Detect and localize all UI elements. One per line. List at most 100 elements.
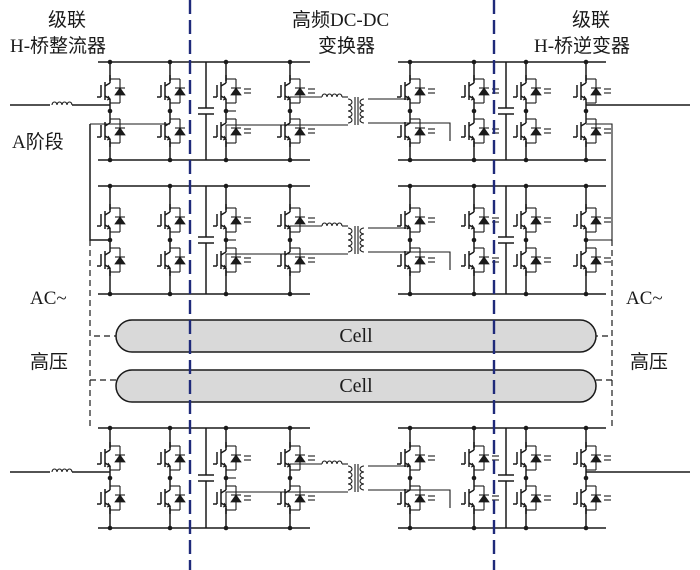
igbt-switch-icon xyxy=(513,244,542,276)
snubber-capacitor-icon xyxy=(428,217,435,223)
snubber-capacitor-icon xyxy=(544,128,551,134)
snubber-capacitor-icon xyxy=(308,495,315,501)
snubber-capacitor-icon xyxy=(308,455,315,461)
center-title-line1: 高频DC-DC xyxy=(292,9,389,31)
snubber-capacitor-icon xyxy=(544,455,551,461)
snubber-capacitor-icon xyxy=(244,128,251,134)
snubber-capacitor-icon xyxy=(244,455,251,461)
igbt-switch-icon xyxy=(213,115,242,147)
right-title-line1: 级联 xyxy=(572,9,610,31)
left-title-line2: H-桥整流器 xyxy=(10,35,106,57)
hf-transformer-icon xyxy=(347,226,365,254)
snubber-capacitor-icon xyxy=(544,257,551,263)
hv-left-label: 高压 xyxy=(30,351,68,373)
igbt-switch-icon xyxy=(97,204,126,236)
snubber-capacitor-icon xyxy=(244,217,251,223)
igbt-switch-icon xyxy=(97,75,126,107)
ac-left-label: AC~ xyxy=(30,288,67,309)
snubber-capacitor-icon xyxy=(308,257,315,263)
module-row-2 xyxy=(97,183,611,297)
igbt-switch-icon xyxy=(277,75,306,107)
inductor-icon xyxy=(321,222,343,227)
igbt-switch-icon xyxy=(573,75,602,107)
igbt-switch-icon xyxy=(461,442,490,474)
igbt-switch-icon xyxy=(513,75,542,107)
h-bridge xyxy=(513,425,611,531)
igbt-switch-icon xyxy=(513,482,542,514)
right-title-line2: H-桥逆变器 xyxy=(534,35,630,57)
dc-link-capacitor-icon xyxy=(498,186,514,294)
inductor-icon xyxy=(321,460,343,465)
dc-link-capacitor-icon xyxy=(498,62,514,160)
igbt-switch-icon xyxy=(513,204,542,236)
igbt-switch-icon xyxy=(573,204,602,236)
snubber-capacitor-icon xyxy=(308,217,315,223)
module-row-3 xyxy=(10,425,690,531)
dc-link-capacitor-icon xyxy=(198,428,214,528)
snubber-capacitor-icon xyxy=(428,128,435,134)
igbt-switch-icon xyxy=(213,204,242,236)
snubber-capacitor-icon xyxy=(604,455,611,461)
snubber-capacitor-icon xyxy=(544,217,551,223)
left-title-line1: 级联 xyxy=(48,9,86,31)
igbt-switch-icon xyxy=(397,75,426,107)
igbt-switch-icon xyxy=(277,115,306,147)
module-row-1 xyxy=(10,59,690,163)
h-bridge xyxy=(513,59,611,163)
igbt-switch-icon xyxy=(157,482,186,514)
igbt-switch-icon xyxy=(213,442,242,474)
igbt-switch-icon xyxy=(513,442,542,474)
dashed-series-links xyxy=(89,240,613,430)
igbt-switch-icon xyxy=(277,204,306,236)
snubber-capacitor-icon xyxy=(308,128,315,134)
h-bridge xyxy=(213,59,315,163)
snubber-capacitor-icon xyxy=(604,128,611,134)
igbt-switch-icon xyxy=(277,244,306,276)
ac-right-label: AC~ xyxy=(626,288,663,309)
cell-capsule-2 xyxy=(115,369,597,403)
converter-modules xyxy=(10,59,690,531)
h-bridge xyxy=(97,59,190,163)
h-bridge xyxy=(397,59,499,163)
igbt-switch-icon xyxy=(397,115,426,147)
inductor-icon xyxy=(51,101,73,106)
igbt-switch-icon xyxy=(397,442,426,474)
dc-link-capacitor-icon xyxy=(198,62,214,160)
igbt-switch-icon xyxy=(97,442,126,474)
inductor-icon xyxy=(321,93,343,98)
igbt-switch-icon xyxy=(277,442,306,474)
snubber-capacitor-icon xyxy=(604,88,611,94)
cell-label-1: Cell xyxy=(339,325,373,347)
h-bridge xyxy=(213,183,315,297)
h-bridge xyxy=(513,183,611,297)
snubber-capacitor-icon xyxy=(244,88,251,94)
hv-right-label: 高压 xyxy=(630,351,668,373)
snubber-capacitor-icon xyxy=(604,217,611,223)
hf-transformer-icon xyxy=(347,97,365,125)
igbt-switch-icon xyxy=(157,442,186,474)
snubber-capacitor-icon xyxy=(428,455,435,461)
igbt-switch-icon xyxy=(97,115,126,147)
igbt-switch-icon xyxy=(157,75,186,107)
snubber-capacitor-icon xyxy=(428,257,435,263)
snubber-capacitor-icon xyxy=(428,88,435,94)
igbt-switch-icon xyxy=(461,482,490,514)
snubber-capacitor-icon xyxy=(428,495,435,501)
igbt-switch-icon xyxy=(157,204,186,236)
stage-a-label: A阶段 xyxy=(12,131,64,153)
igbt-switch-icon xyxy=(397,244,426,276)
snubber-capacitor-icon xyxy=(308,88,315,94)
inductor-icon xyxy=(51,468,73,473)
igbt-switch-icon xyxy=(97,244,126,276)
igbt-switch-icon xyxy=(157,115,186,147)
snubber-capacitor-icon xyxy=(604,257,611,263)
h-bridge xyxy=(397,183,499,297)
snubber-capacitor-icon xyxy=(544,88,551,94)
igbt-switch-icon xyxy=(461,244,490,276)
igbt-switch-icon xyxy=(277,482,306,514)
cell-label-2: Cell xyxy=(339,375,373,397)
igbt-switch-icon xyxy=(573,482,602,514)
igbt-switch-icon xyxy=(461,75,490,107)
igbt-switch-icon xyxy=(461,204,490,236)
